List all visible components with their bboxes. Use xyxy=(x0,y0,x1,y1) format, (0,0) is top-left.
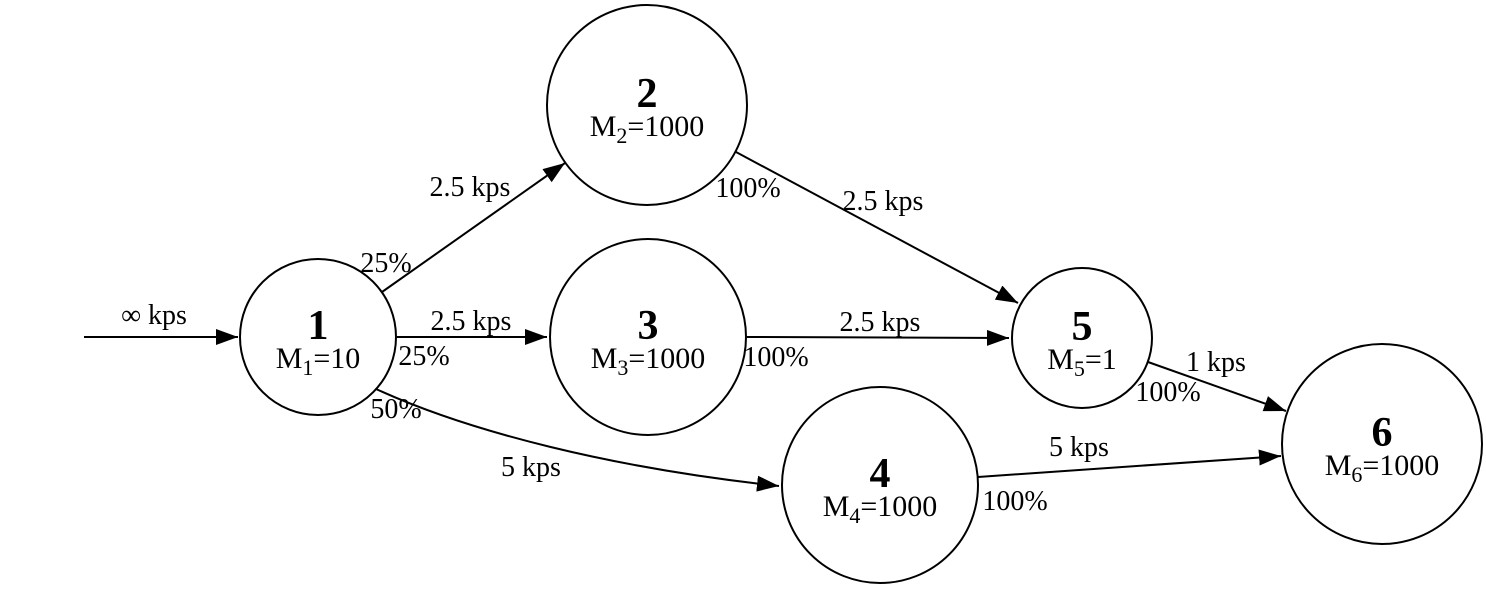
edge-1-to-2 xyxy=(381,162,566,293)
node-3-buffer-label: M3=1000 xyxy=(591,342,706,380)
node-2-id: 2 xyxy=(637,71,658,117)
label-edge-4-6-split: 100% xyxy=(982,486,1047,517)
edge-2-to-5 xyxy=(735,151,1019,304)
label-source-rate: ∞ kps xyxy=(121,300,187,331)
label-edge-1-2-rate: 2.5 kps xyxy=(430,172,511,203)
node-1-id: 1 xyxy=(308,303,329,349)
label-edge-1-3-split: 25% xyxy=(398,341,449,372)
node-3-circle xyxy=(549,238,747,436)
label-edge-3-5-split: 100% xyxy=(743,342,808,373)
node-6-circle xyxy=(1281,343,1483,545)
label-edge-5-6-split: 100% xyxy=(1135,377,1200,408)
node-4-buffer-label: M4=1000 xyxy=(823,490,938,528)
node-2-buffer-label: M2=1000 xyxy=(590,110,705,148)
edge-5-to-6 xyxy=(1147,361,1287,412)
edge-1-to-4 xyxy=(375,388,780,492)
node-5-circle xyxy=(1011,267,1153,409)
label-edge-4-6-rate: 5 kps xyxy=(1049,432,1109,463)
node-3-id: 3 xyxy=(638,303,659,349)
node-6-buffer-label: M6=1000 xyxy=(1325,449,1440,487)
edge-4-to-6 xyxy=(977,449,1282,478)
label-edge-2-5-split: 100% xyxy=(715,173,780,204)
label-edge-1-3-rate: 2.5 kps xyxy=(431,306,512,337)
node-5-buffer-label: M5=1 xyxy=(1047,343,1117,381)
edge-3-to-5 xyxy=(746,329,1010,346)
label-edge-1-4-rate: 5 kps xyxy=(501,452,561,483)
node-2-circle xyxy=(546,4,748,206)
node-4-id: 4 xyxy=(870,451,891,497)
node-1-buffer-label: M1=10 xyxy=(276,342,361,380)
label-edge-2-5-rate: 2.5 kps xyxy=(843,186,924,217)
node-4-circle xyxy=(781,386,979,584)
node-5-id: 5 xyxy=(1072,304,1093,350)
label-edge-3-5-rate: 2.5 kps xyxy=(840,307,921,338)
label-edge-1-2-split: 25% xyxy=(360,248,411,279)
node-6-id: 6 xyxy=(1372,410,1393,456)
label-edge-5-6-rate: 1 kps xyxy=(1186,347,1246,378)
node-1-circle xyxy=(239,258,397,416)
label-edge-1-4-split: 50% xyxy=(370,394,421,425)
